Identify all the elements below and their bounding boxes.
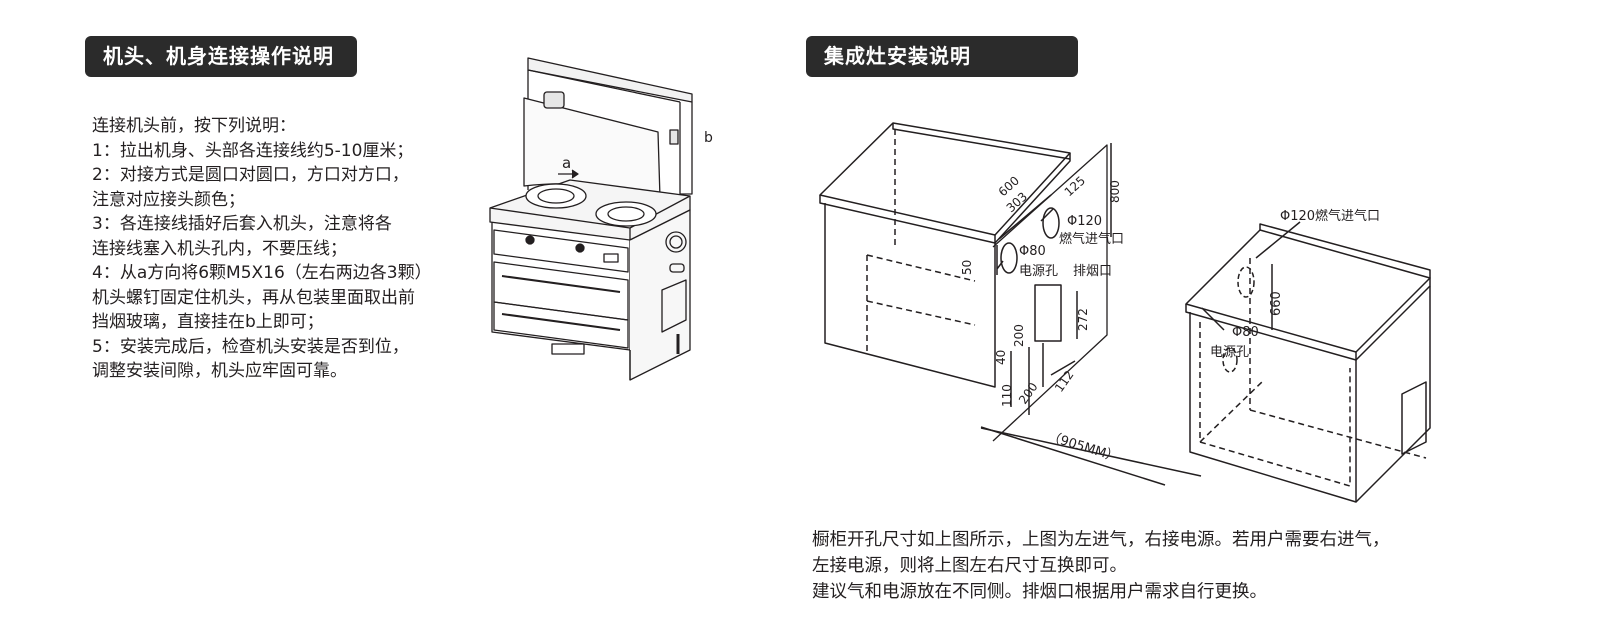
label-b: b	[704, 130, 713, 146]
step-line: 调整安装间隙，机头应牢固可靠。	[92, 361, 347, 381]
stove-illustration: a b	[489, 57, 713, 381]
note-line: 建议气和电源放在不同侧。排烟口根据用户需求自行更换。	[812, 582, 1267, 602]
step-line: 1：拉出机身、头部各连接线约5-10厘米；	[92, 140, 414, 161]
cabinet-cutout-diagram: 600 303 125 800 50 272 200 40 200 110 11…	[819, 122, 1166, 486]
installation-notes: 橱柜开孔尺寸如上图所示，上图为左进气，右接电源。若用户需要右进气， 左接电源，则…	[812, 527, 1512, 605]
power-hole-label: 电源孔	[1019, 264, 1058, 279]
dim-660: 660	[1269, 291, 1284, 316]
label-a: a	[562, 154, 571, 172]
dim-200-horizontal: 200	[1016, 380, 1041, 407]
note-line: 橱柜开孔尺寸如上图所示，上图为左进气，右接电源。若用户需要右进气，	[812, 530, 1390, 550]
gas-inlet-label: 燃气进气口	[1059, 231, 1124, 247]
dim-200-vertical: 200	[1012, 324, 1026, 347]
width-baseline	[980, 427, 1202, 477]
step-line: 连接机头前，按下列说明：	[92, 116, 296, 136]
left-section-title: 机头、机身连接操作说明	[85, 36, 357, 77]
step-line: 4：从a方向将6颗M5X16（左右两边各3颗）	[92, 263, 432, 283]
note-line: 左接电源，则将上图左右尺寸互换即可。	[812, 556, 1127, 576]
connection-steps: 连接机头前，按下列说明： 1：拉出机身、头部各连接线约5-10厘米； 2：对接方…	[92, 114, 472, 384]
dim-272: 272	[1076, 308, 1090, 331]
step-line: 5：安装完成后，检查机头安装是否到位，	[92, 336, 409, 357]
dim-40: 40	[994, 350, 1008, 365]
step-line: 3：各连接线插好后套入机头，注意将各	[92, 214, 392, 234]
dim-800: 800	[1108, 180, 1122, 203]
right-phi80-label: Φ80	[1232, 325, 1259, 340]
dim-110: 110	[1000, 384, 1014, 407]
step-line: 挡烟玻璃，直接挂在b上即可；	[92, 312, 324, 332]
step-line: 连接线塞入机头孔内，不要压线；	[92, 238, 347, 259]
right-power-hole-label: 电源孔	[1210, 345, 1249, 360]
power-phi80-label: Φ80	[1019, 244, 1046, 259]
right-gas-label: Φ120燃气进气口	[1280, 208, 1380, 224]
step-line: 注意对应接头颜色；	[92, 189, 245, 210]
step-line: 机头螺钉固定住机头，再从包装里面取出前	[92, 287, 415, 308]
exhaust-label: 排烟口	[1073, 264, 1112, 279]
dim-125: 125	[1062, 173, 1088, 199]
dim-50: 50	[960, 260, 974, 275]
right-cabinet-diagram: Φ120燃气进气口 660 Φ80 电源孔	[1185, 208, 1431, 503]
right-section-title: 集成灶安装说明	[806, 36, 1078, 77]
gas-phi120-label: Φ120	[1067, 214, 1102, 229]
step-line: 2：对接方式是圆口对圆口，方口对方口，	[92, 165, 409, 185]
